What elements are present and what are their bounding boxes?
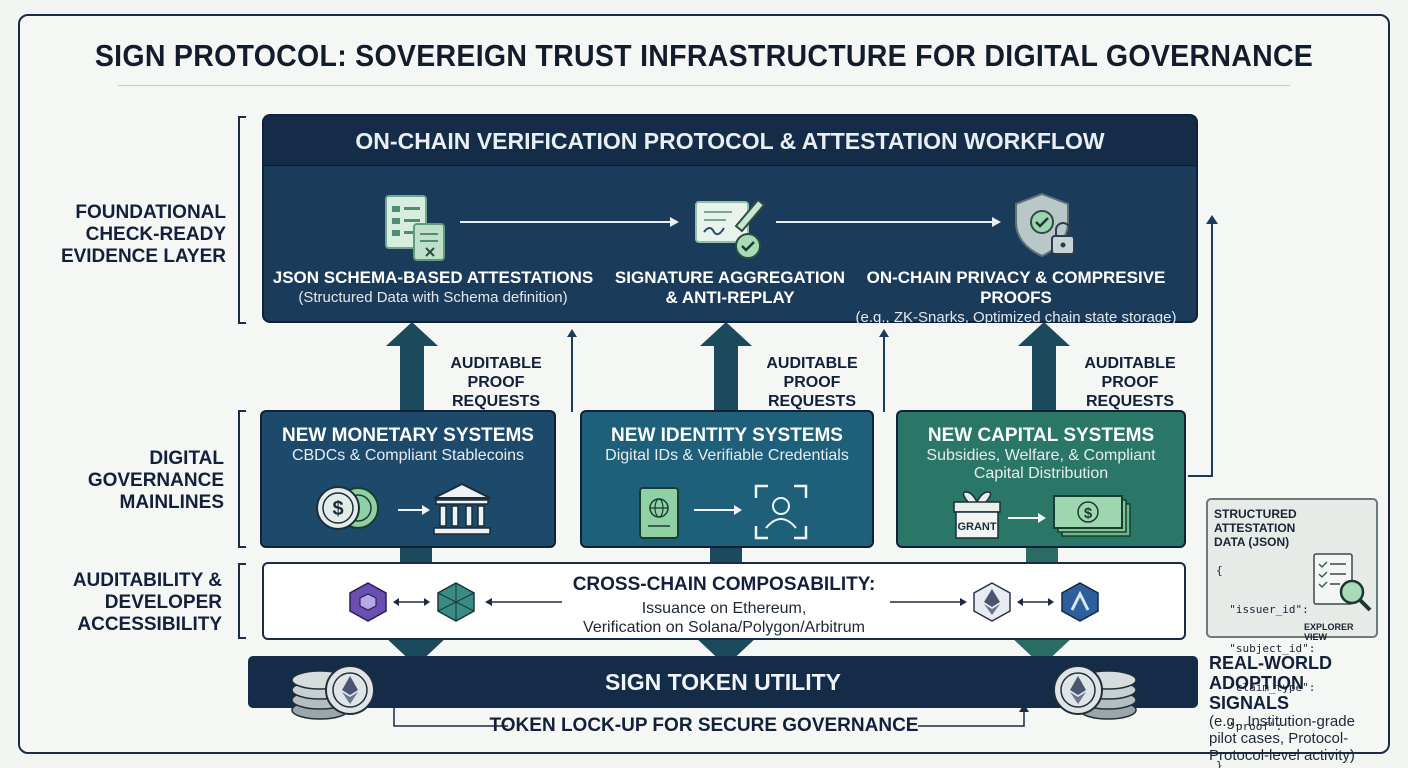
arbitrum-icon [1060, 582, 1100, 622]
side-label-line: GOVERNANCE [58, 470, 224, 492]
bracket-auditability [238, 563, 246, 639]
verification-protocol-panel: ON-CHAIN VERIFICATION PROTOCOL & ATTESTA… [262, 114, 1198, 323]
side-label-governance: DIGITAL GOVERNANCE MAINLINES [58, 448, 224, 514]
coin-stack-icon [290, 658, 376, 722]
identity-systems-card: NEW IDENTITY SYSTEMS Digital IDs & Verif… [580, 410, 874, 548]
explorer-magnifier-icon [1310, 552, 1374, 618]
auditable-label-3: AUDITABLE PROOF REQUESTS [1060, 354, 1200, 411]
document-list-icon [382, 194, 452, 264]
token-lockup-label: TOKEN LOCK-UP FOR SECURE GOVERNANCE [0, 715, 1408, 737]
step-title: SIGNATURE AGGREGATION [604, 268, 856, 288]
chain-network-icon [436, 582, 476, 622]
ethereum-icon [972, 582, 1012, 622]
page-title: SIGN PROTOCOL: SOVEREIGN TRUST INFRASTRU… [56, 38, 1351, 74]
gift-icon: GRANT [950, 492, 1004, 542]
system-subtitle-line2: Capital Distribution [898, 465, 1184, 483]
arrow-left-icon [484, 596, 564, 608]
step-title: JSON SCHEMA-BASED ATTESTATIONS [264, 268, 602, 288]
system-subtitle: Digital IDs & Verifiable Credentials [582, 447, 872, 465]
audit-line: AUDITABLE [426, 354, 566, 373]
thin-up-arrow [566, 328, 578, 412]
side-label-line: MAINLINES [58, 492, 224, 514]
rw-line: Protocol-level activity) [1209, 747, 1384, 764]
auditable-label-2: AUDITABLE PROOF REQUESTS [742, 354, 882, 411]
bank-icon [430, 482, 494, 536]
structured-attestation-panel: STRUCTURED ATTESTATION DATA (JSON) { "is… [1206, 498, 1378, 638]
double-arrow-icon [392, 596, 432, 608]
system-subtitle: Subsidies, Welfare, & Compliant [898, 447, 1184, 465]
flow-arrow [776, 216, 1002, 228]
capital-systems-card: NEW CAPITAL SYSTEMS Subsidies, Welfare, … [896, 410, 1186, 548]
side-label-line: AUDITABILITY & [48, 570, 222, 592]
json-code-line: "issuer_id": [1216, 603, 1315, 616]
cross-chain-line2: Verification on Solana/Polygon/Arbitrum [264, 618, 1184, 637]
cash-icon: $ [1054, 494, 1134, 540]
system-title: NEW MONETARY SYSTEMS [262, 425, 554, 447]
svg-text:$: $ [332, 498, 343, 520]
arrow-right-icon [890, 596, 970, 608]
passport-icon [638, 486, 682, 540]
rw-line: pilot cases, Protocol- [1209, 730, 1384, 747]
system-title: NEW IDENTITY SYSTEMS [582, 425, 872, 447]
cross-chain-box: CROSS-CHAIN COMPOSABILITY: Issuance on E… [262, 562, 1186, 640]
arrow-right-icon [1008, 512, 1048, 524]
audit-line: AUDITABLE [1060, 354, 1200, 373]
signed-certificate-icon [692, 194, 772, 264]
face-scan-icon [754, 484, 808, 540]
step-onchain-privacy: ON-CHAIN PRIVACY & COMPRESIVE PROOFS (e.… [838, 268, 1194, 327]
side-label-line: ACCESSIBILITY [48, 614, 222, 636]
double-arrow-icon [1016, 596, 1056, 608]
step-signature-aggregation: SIGNATURE AGGREGATION & ANTI-REPLAY [604, 268, 856, 308]
step-subtitle: (Structured Data with Schema definition) [264, 288, 602, 307]
bracket-foundational [238, 116, 246, 324]
audit-line: PROOF REQUESTS [426, 373, 566, 411]
cross-chain-title: CROSS-CHAIN COMPOSABILITY: [264, 574, 1184, 596]
rw-title-line: ADOPTION SIGNALS [1209, 673, 1384, 713]
side-label-line: DEVELOPER [48, 592, 222, 614]
rw-title-line: REAL-WORLD [1209, 653, 1384, 673]
system-subtitle: CBDCs & Compliant Stablecoins [262, 447, 554, 465]
audit-line: PROOF REQUESTS [742, 373, 882, 411]
real-world-signals: REAL-WORLD ADOPTION SIGNALS (e.g., Insti… [1209, 653, 1384, 764]
svg-text:$: $ [1084, 505, 1093, 522]
side-label-foundational: FOUNDATIONAL CHECK-READY EVIDENCE LAYER [58, 202, 226, 268]
audit-line: AUDITABLE [742, 354, 882, 373]
side-label-line: CHECK-READY [58, 224, 226, 246]
arrow-right-icon [694, 504, 744, 516]
system-title: NEW CAPITAL SYSTEMS [898, 425, 1184, 447]
arrow-right-icon [398, 504, 432, 516]
side-label-line: FOUNDATIONAL [58, 202, 226, 224]
side-label-line: EVIDENCE LAYER [58, 246, 226, 268]
audit-line: PROOF REQUESTS [1060, 373, 1200, 411]
coins-icon: $ [314, 482, 394, 534]
flow-arrow [460, 216, 680, 228]
step-title: ON-CHAIN PRIVACY & COMPRESIVE PROOFS [838, 268, 1194, 308]
chain-cube-icon [348, 582, 388, 622]
coin-stack-icon [1052, 658, 1138, 722]
rw-line: (e.g., Institution-grade [1209, 713, 1384, 730]
json-code-line: { [1216, 564, 1315, 577]
grant-label: GRANT [957, 521, 996, 533]
step-json-schema: JSON SCHEMA-BASED ATTESTATIONS (Structur… [264, 268, 602, 307]
shield-lock-icon [1012, 190, 1082, 266]
auditable-label-1: AUDITABLE PROOF REQUESTS [426, 354, 566, 411]
json-title-line: STRUCTURED ATTESTATION [1214, 507, 1376, 535]
title-divider [118, 85, 1290, 86]
monetary-systems-card: NEW MONETARY SYSTEMS CBDCs & Compliant S… [260, 410, 556, 548]
panel-header: ON-CHAIN VERIFICATION PROTOCOL & ATTESTA… [264, 116, 1196, 166]
feedback-arrow [1186, 214, 1220, 478]
side-label-auditability: AUDITABILITY & DEVELOPER ACCESSIBILITY [48, 570, 222, 636]
step-title-line2: & ANTI-REPLAY [604, 288, 856, 308]
side-label-line: DIGITAL [58, 448, 224, 470]
explorer-view-label: EXPLORER VIEW [1304, 622, 1376, 642]
bracket-governance [238, 410, 246, 548]
